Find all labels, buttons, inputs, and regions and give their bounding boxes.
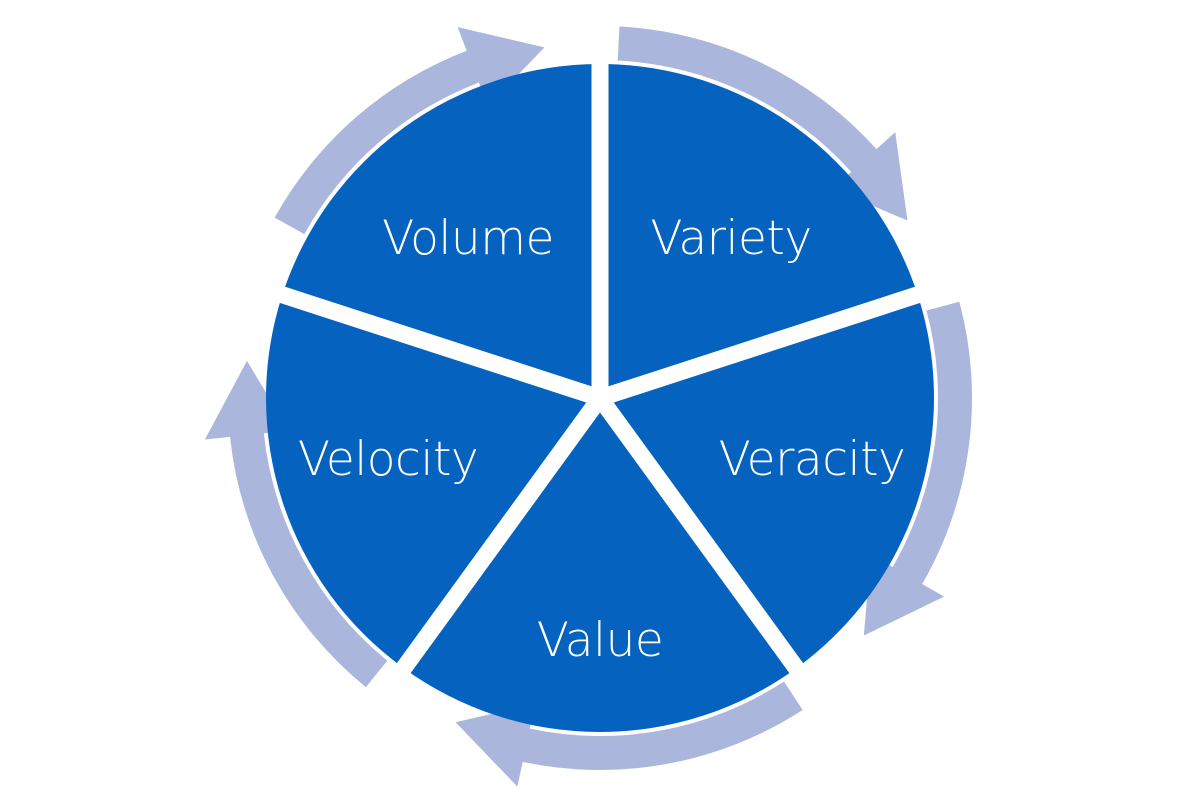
cycle-arrow-icon [455,681,803,787]
cycle-arrow-icon [617,26,908,221]
segment-value [403,398,797,732]
segment-veracity [600,294,935,669]
segment-label-value: Value [537,613,664,668]
cycle-segments [215,0,985,732]
segment-label-variety: Variety [650,211,811,266]
cycle-arrow-icon [274,27,545,235]
cycle-arrows [204,26,972,787]
segment-velocity [266,294,600,669]
segment-divider [593,393,844,729]
cycle-labels: Volume Variety Veracity Value Velocity [298,211,906,668]
segment-label-volume: Volume [382,211,554,266]
segment-divider [356,393,607,729]
cycle-arrow-icon [204,360,388,688]
cycle-arrow-icon [863,301,972,636]
segment-divider [597,265,985,407]
segment-divider [215,265,603,407]
segment-label-velocity: Velocity [298,432,478,487]
segment-label-veracity: Veracity [719,432,906,487]
